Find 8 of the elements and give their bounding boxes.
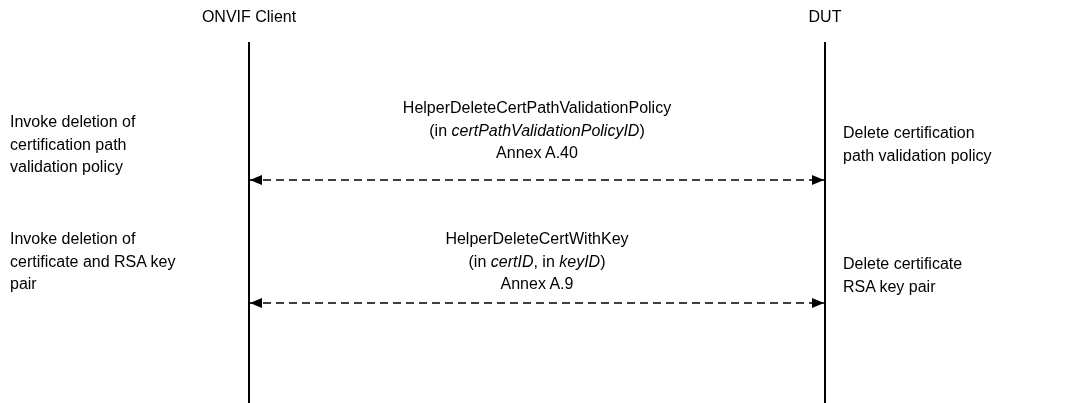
message-arrow (249, 298, 825, 308)
lifeline-heading: DUT (808, 7, 842, 27)
message-arrow (249, 175, 825, 185)
action-note: Delete certificate RSA key pair (843, 254, 964, 297)
action-note: Delete certification path validation policy (843, 123, 993, 166)
action-note: Invoke deletion of certificate and RSA key pair (10, 229, 177, 294)
action-note: Invoke deletion of certification path validation policy (10, 112, 137, 177)
lifeline-heading: ONVIF Client (201, 7, 297, 27)
